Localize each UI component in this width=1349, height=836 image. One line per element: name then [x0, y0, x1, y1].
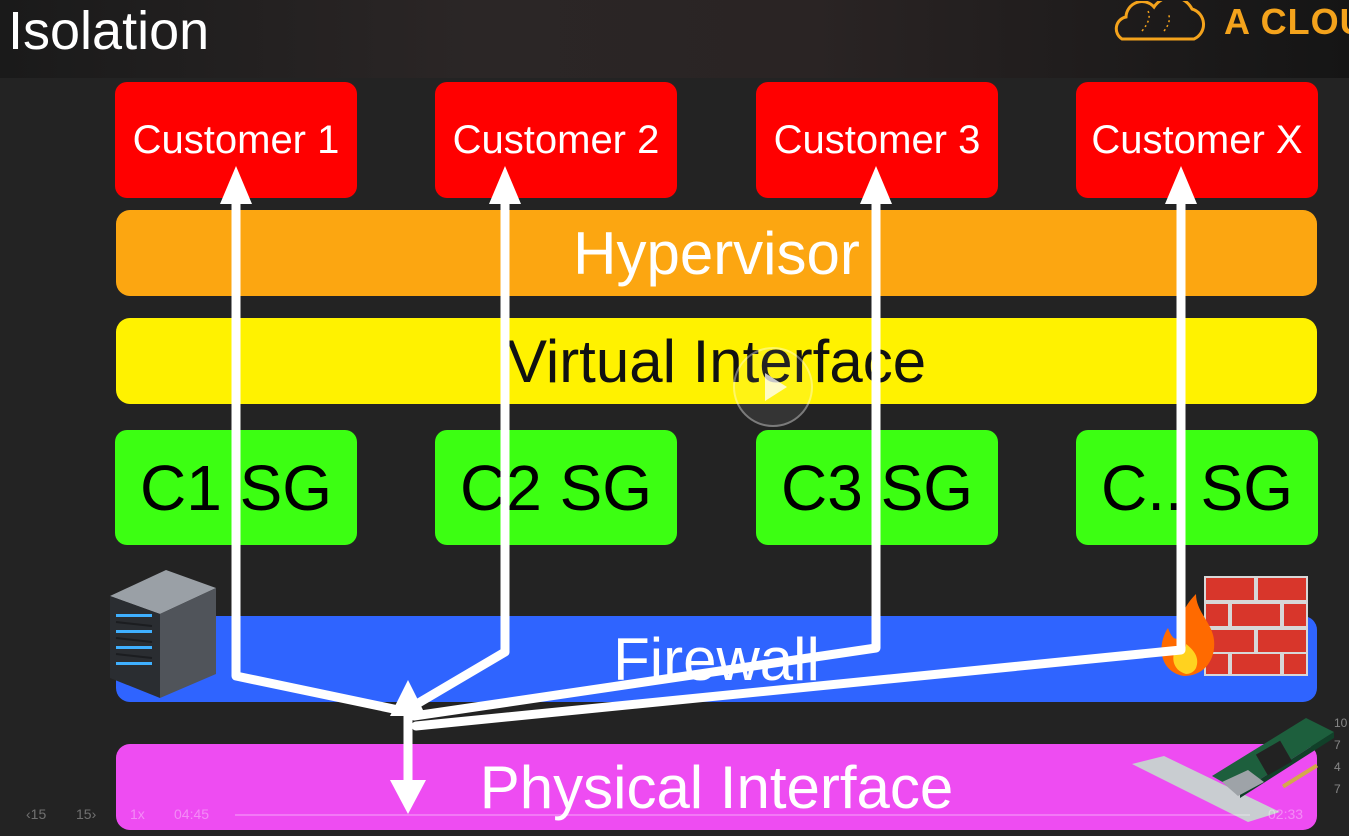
side-readout: 10 7 4 7	[1334, 712, 1347, 800]
hypervisor-layer: Hypervisor	[116, 210, 1317, 296]
rewind-15-button[interactable]: ‹15	[26, 806, 47, 822]
virtual-interface-layer: Virtual Interface	[116, 318, 1317, 404]
forward-15-button[interactable]: 15›	[76, 806, 97, 822]
network-card-icon	[1132, 718, 1334, 822]
side-value: 7	[1334, 738, 1341, 752]
side-value: 10	[1334, 716, 1348, 730]
firewall-icon	[1161, 576, 1308, 676]
customer-2-box: Customer 2	[435, 82, 677, 198]
customer-x-box: Customer X	[1076, 82, 1318, 198]
physical-interface-layer: Physical Interface	[116, 744, 1317, 830]
play-icon	[765, 373, 787, 401]
side-value: 7	[1334, 782, 1341, 796]
brand-logo: A CLOU	[1102, 0, 1349, 44]
player-controls: ‹15 15› 1x 04:45 02:33	[0, 800, 1349, 830]
remaining-time: 02:33	[1268, 806, 1304, 822]
slide-title: Isolation	[8, 1, 210, 61]
cloud-logo-icon	[1114, 1, 1205, 41]
seek-bar[interactable]	[235, 814, 1250, 816]
c-n-security-group: C.. SG	[1076, 430, 1318, 545]
server-icon	[110, 570, 216, 698]
firewall-layer: Firewall	[116, 616, 1317, 702]
rewind-label: 15	[30, 806, 47, 822]
brand-text: A CLOU	[1224, 1, 1349, 42]
elapsed-time: 04:45	[174, 806, 210, 822]
side-value: 4	[1334, 760, 1341, 774]
speed-button[interactable]: 1x	[130, 806, 145, 822]
play-button[interactable]	[733, 347, 813, 427]
forward-label: 15	[76, 806, 92, 822]
c2-security-group: C2 SG	[435, 430, 677, 545]
